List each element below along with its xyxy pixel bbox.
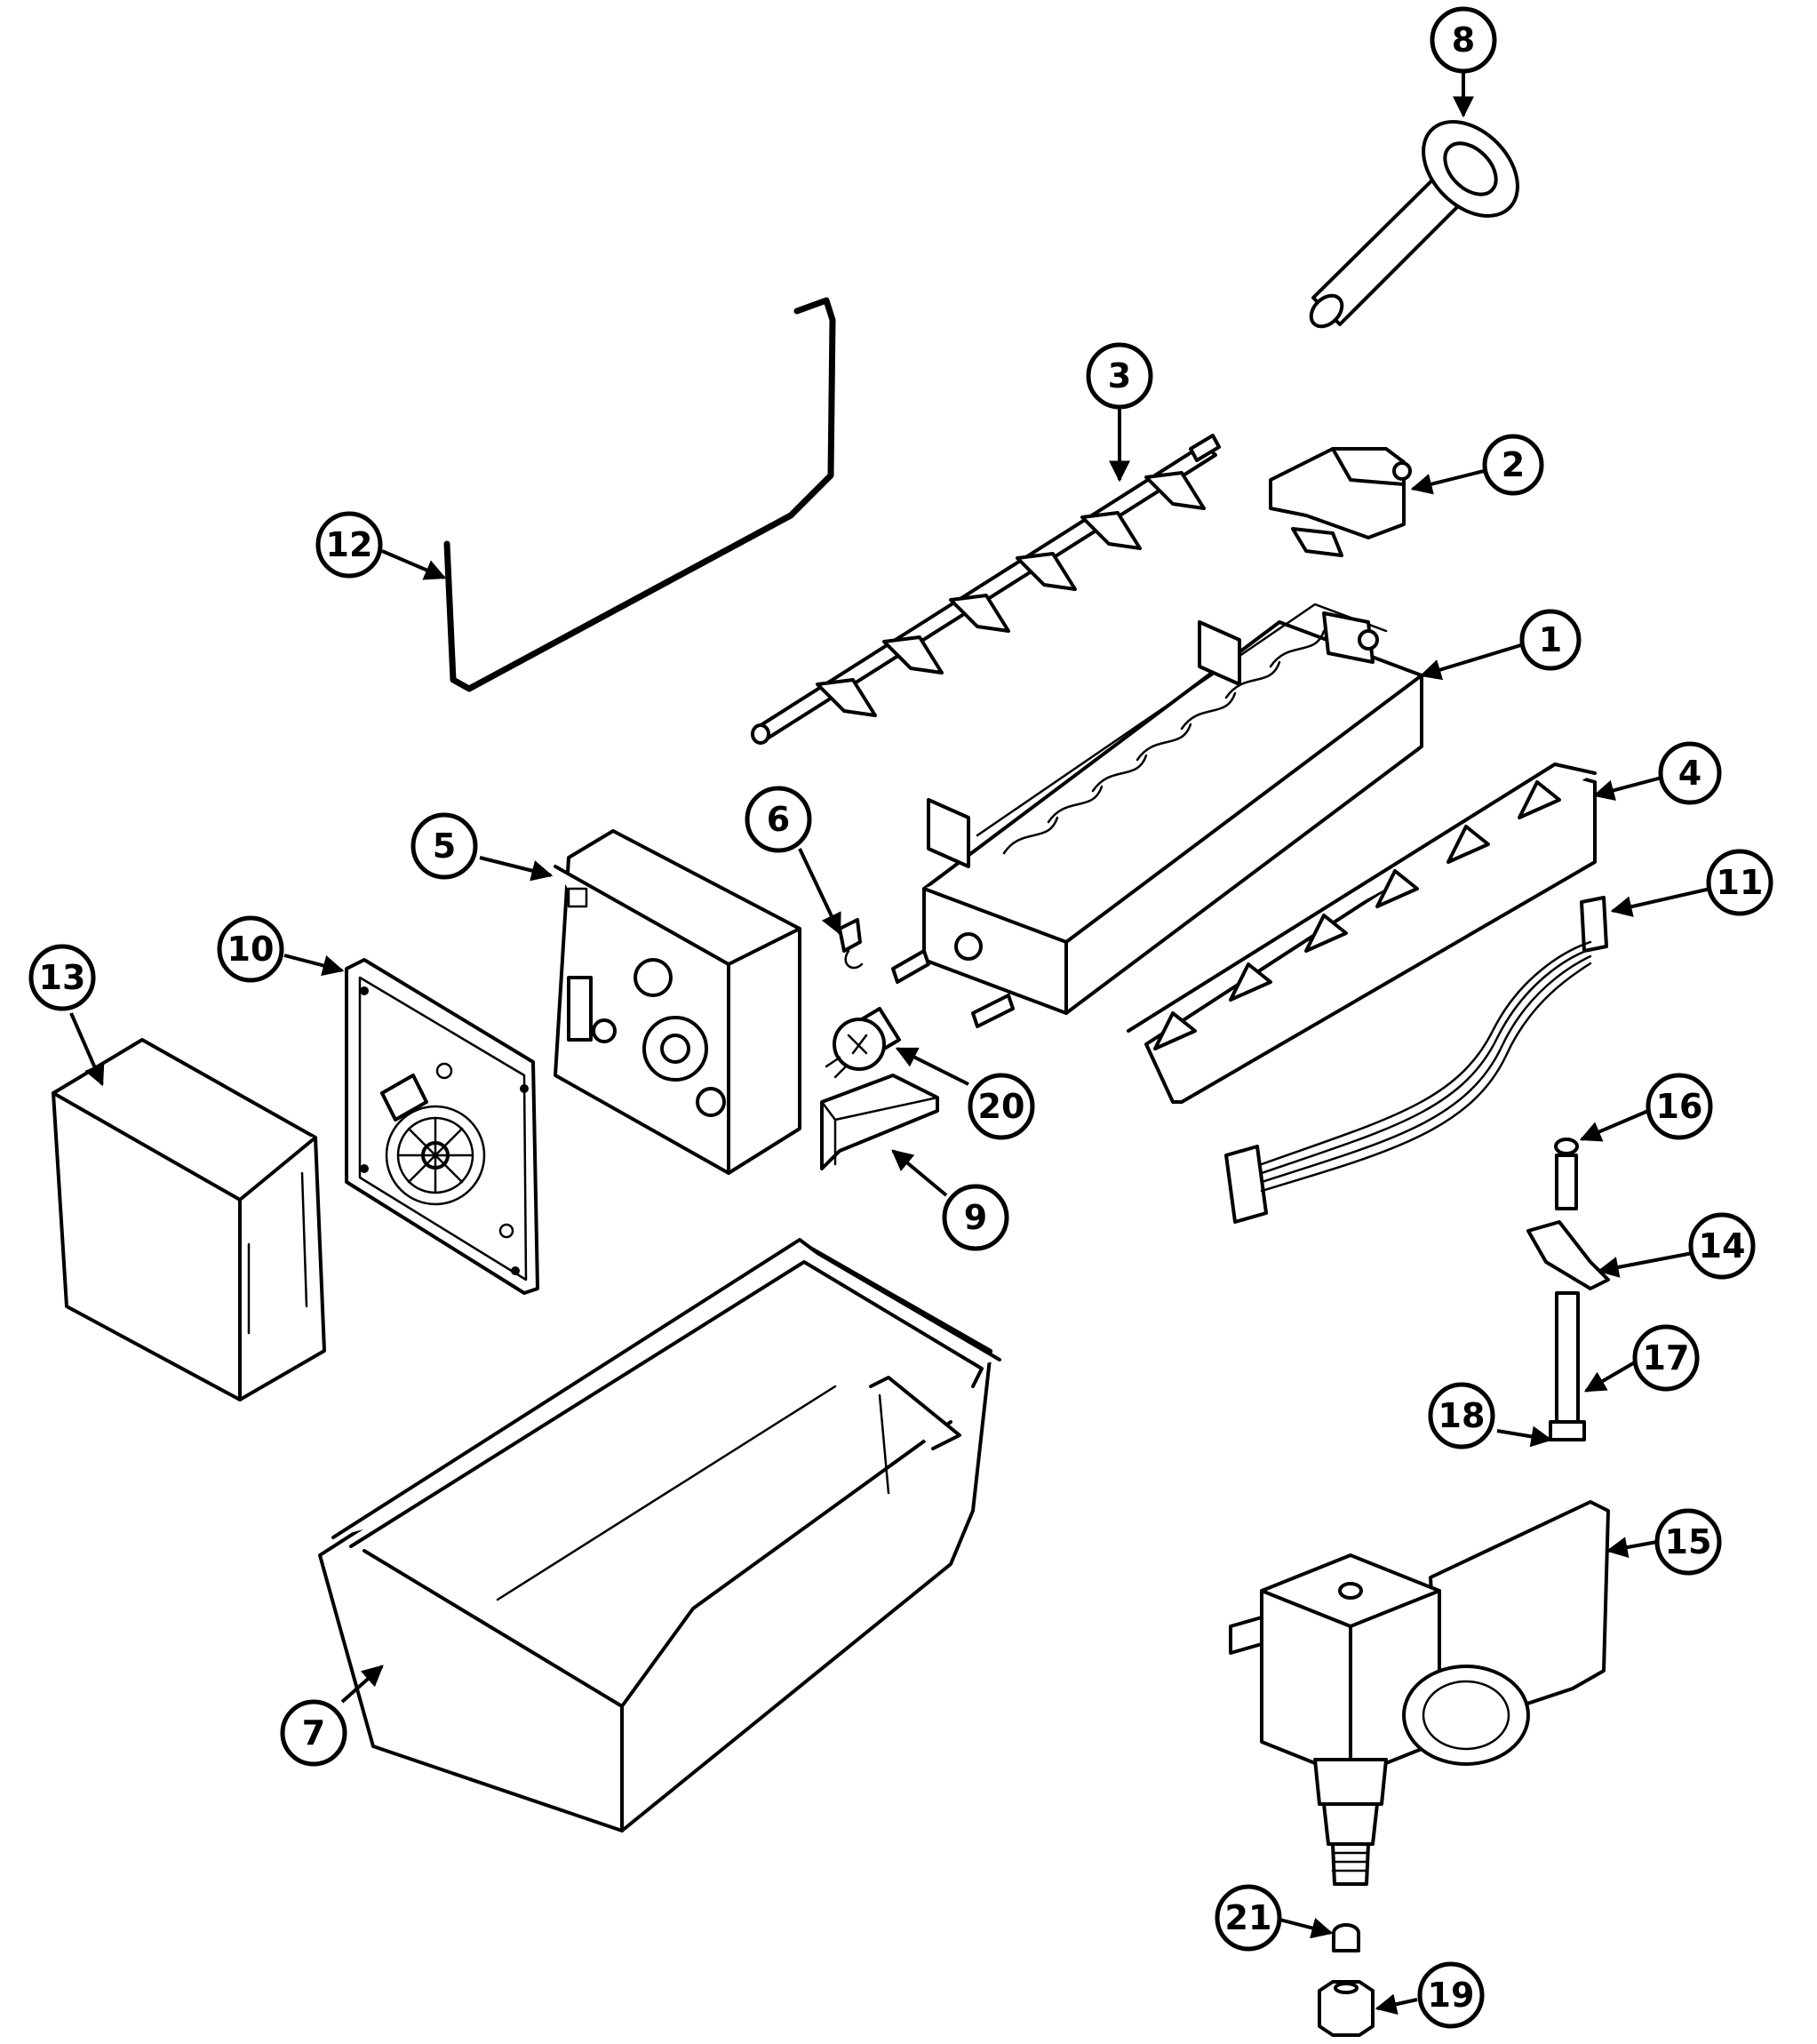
callout-21: 21: [1215, 1884, 1282, 1952]
small-nut-part: [1332, 1923, 1360, 1952]
callout-15: 15: [1654, 1508, 1722, 1576]
callout-5-label: 5: [433, 826, 456, 866]
callout-20: 20: [968, 1073, 1035, 1140]
callout-7-label: 7: [302, 1713, 325, 1753]
callout-18: 18: [1428, 1382, 1495, 1449]
ice-mold-part: [922, 603, 1423, 1015]
callout-10: 10: [217, 915, 284, 983]
wiring-harness-part: [1224, 896, 1608, 1224]
callout-21-label: 21: [1225, 1898, 1272, 1937]
callout-8: 8: [1430, 6, 1497, 74]
thermostat-clip-part: [838, 918, 1015, 1028]
callout-19-label: 19: [1428, 1976, 1475, 2015]
shutoff-arm-wire-part: [443, 297, 836, 692]
callout-19: 19: [1417, 1961, 1485, 2029]
callout-3: 3: [1086, 342, 1153, 410]
callout-11-label: 11: [1717, 863, 1764, 902]
callout-6: 6: [745, 786, 812, 853]
leader-lines: [69, 71, 1711, 2016]
callout-16-label: 16: [1656, 1087, 1703, 1126]
callout-16: 16: [1646, 1073, 1713, 1140]
bracket-part: [820, 1074, 939, 1170]
callout-5: 5: [410, 812, 478, 880]
callout-20-label: 20: [978, 1087, 1025, 1126]
callout-12: 12: [315, 511, 383, 579]
callout-17-label: 17: [1643, 1338, 1690, 1377]
callout-14: 14: [1688, 1212, 1756, 1280]
control-housing-part: [554, 829, 801, 1175]
callout-1: 1: [1519, 609, 1582, 671]
fill-tube-part: [1309, 120, 1519, 329]
water-valve-part: [1229, 1500, 1610, 1886]
valve-fittings-part: [1526, 1138, 1610, 1441]
stripper-part: [1127, 763, 1597, 1104]
callout-6-label: 6: [767, 800, 790, 839]
motor-plate-part: [345, 958, 539, 1295]
callout-14-label: 14: [1699, 1226, 1746, 1266]
callout-13-label: 13: [39, 958, 86, 997]
callout-9-label: 9: [964, 1198, 987, 1237]
callout-1-label: 1: [1539, 620, 1562, 659]
callout-10-label: 10: [227, 930, 275, 969]
callout-4-label: 4: [1678, 754, 1701, 793]
callout-3-label: 3: [1108, 356, 1131, 395]
thermostat-part: [825, 1007, 901, 1079]
callout-7: 7: [280, 1699, 347, 1767]
callout-13: 13: [28, 944, 96, 1011]
callout-18-label: 18: [1438, 1396, 1486, 1435]
bearing-bracket-part: [1269, 447, 1412, 557]
callout-9: 9: [942, 1184, 1009, 1251]
callout-8-label: 8: [1452, 20, 1475, 60]
callout-11: 11: [1706, 849, 1773, 916]
cover-part: [52, 1038, 326, 1401]
callout-15-label: 15: [1665, 1522, 1712, 1561]
ice-bucket-part: [318, 1238, 1001, 1832]
ejector-shaft-part: [751, 434, 1221, 745]
callout-12-label: 12: [326, 525, 373, 564]
callout-4: 4: [1658, 741, 1722, 805]
callout-2-label: 2: [1502, 445, 1525, 484]
callout-17: 17: [1632, 1324, 1700, 1392]
callout-2: 2: [1482, 434, 1544, 496]
hex-fitting-part: [1318, 1980, 1375, 2037]
